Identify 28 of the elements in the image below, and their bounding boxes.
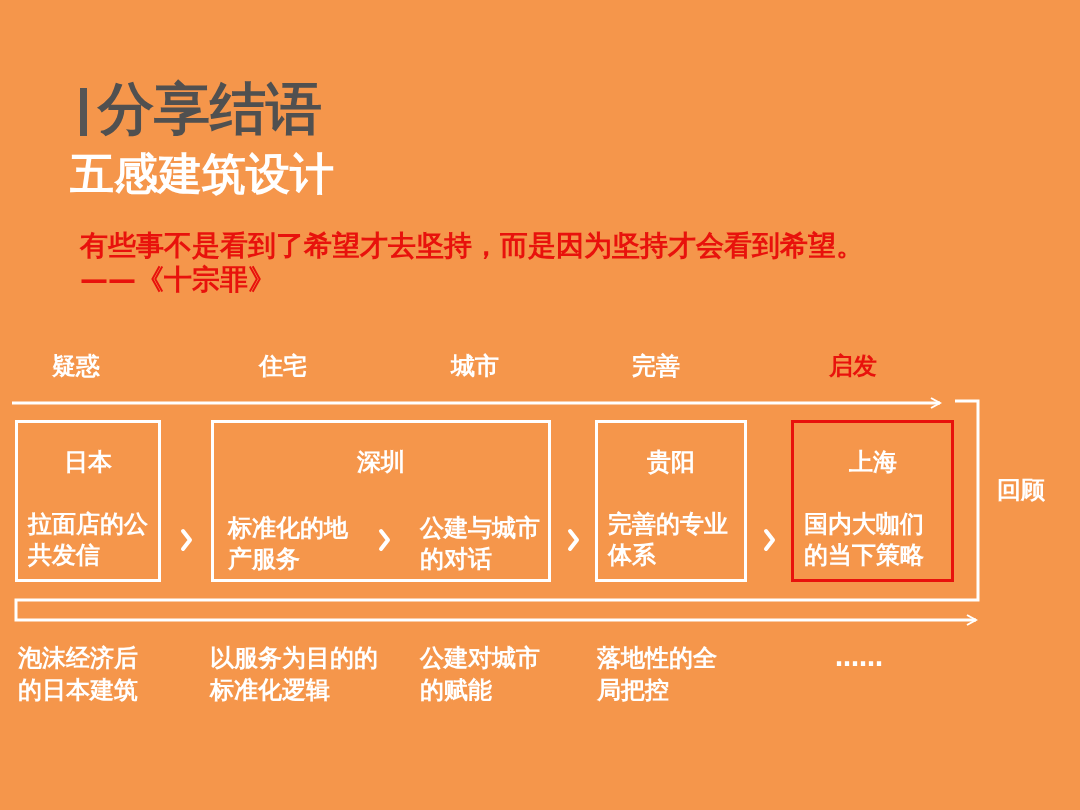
box-heading: 上海 <box>847 447 898 478</box>
description-text: 落地性的全局把控 <box>597 643 718 706</box>
stage-label: 启发 <box>829 351 877 382</box>
step-text: 标准化的地产服务 <box>228 513 348 577</box>
box-text: 拉面店的公共发信 <box>28 509 149 571</box>
stage-label: 城市 <box>451 351 499 382</box>
description-text: 泡沫经济后的日本建筑 <box>18 643 139 706</box>
process-box <box>15 420 161 582</box>
box-heading: 贵阳 <box>646 447 696 478</box>
description-text: 公建对城市的赋能 <box>420 643 541 706</box>
stage-label: 疑惑 <box>52 351 100 382</box>
quote: 有些事不是看到了希望才去坚持，而是因为坚持才会看到希望。 <box>80 228 864 264</box>
box-heading: 日本 <box>63 447 113 478</box>
title: 分享结语 <box>98 75 322 143</box>
quote-source: ——《十宗罪》 <box>80 262 276 298</box>
subtitle: 五感建筑设计 <box>70 147 334 201</box>
process-box <box>595 420 747 582</box>
box-text: 完善的专业体系 <box>608 509 729 571</box>
highlight-box <box>791 420 954 582</box>
step-text: 公建与城市的对话 <box>420 513 540 577</box>
stage-label: 住宅 <box>259 351 307 382</box>
box-heading: 深圳 <box>356 447 406 478</box>
box-text: 国内大咖们的当下策略 <box>804 509 925 571</box>
side-label: 回顾 <box>997 475 1045 506</box>
stage-label: 完善 <box>632 351 680 382</box>
ellipsis-note: …… <box>835 643 883 674</box>
description-text: 以服务为目的的标准化逻辑 <box>210 643 379 706</box>
process-box <box>211 420 551 582</box>
